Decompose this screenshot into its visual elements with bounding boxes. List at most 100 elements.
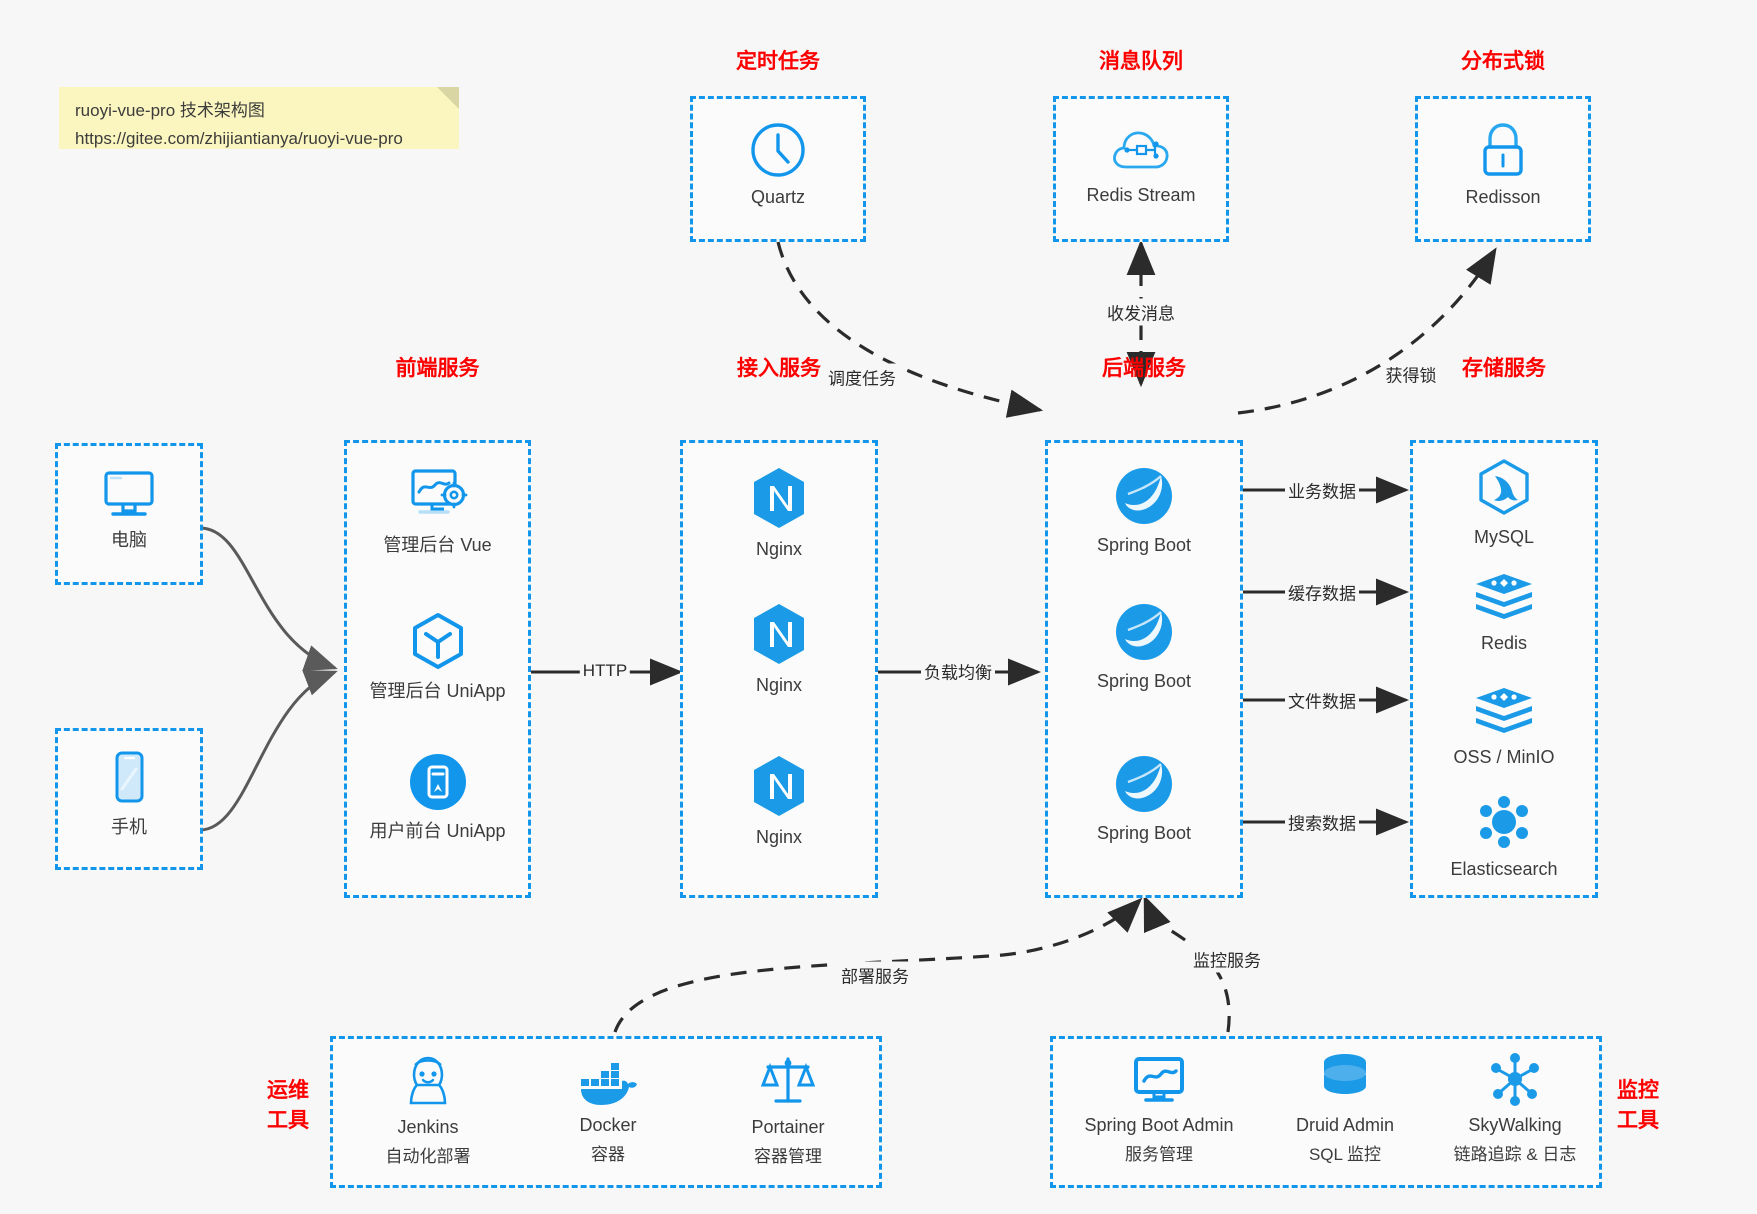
node-nginx-2[interactable]: Nginx	[683, 601, 875, 697]
node-docker[interactable]: Docker 容器	[523, 1061, 693, 1166]
node-quartz[interactable]: Quartz	[693, 121, 863, 209]
note-fold-icon	[437, 87, 459, 109]
mobile-icon	[115, 751, 144, 803]
node-label: 电脑	[111, 530, 147, 550]
group-title-message-queue: 消息队列	[1099, 50, 1183, 73]
edge-label-http: HTTP	[579, 660, 631, 682]
edge-label-send-receive-message: 收发消息	[1104, 298, 1178, 326]
group-title-monitor-line2: 工具	[1617, 1109, 1659, 1132]
node-label: Spring Boot	[1096, 671, 1192, 691]
node-elasticsearch[interactable]: Elasticsearch	[1413, 795, 1595, 881]
node-label: Elasticsearch	[1450, 859, 1558, 879]
node-jenkins[interactable]: Jenkins 自动化部署	[343, 1053, 513, 1168]
note-line-2: https://gitee.com/zhijiantianya/ruoyi-vu…	[75, 129, 403, 148]
node-label: Portainer	[751, 1117, 825, 1137]
edge-label-deploy-service: 部署服务	[838, 961, 912, 989]
node-label: Spring Boot Admin	[1084, 1115, 1234, 1135]
node-redis-stream[interactable]: Redis Stream	[1056, 123, 1226, 207]
node-redis[interactable]: Redis	[1413, 571, 1595, 655]
group-box-devops: Jenkins 自动化部署 Docker 容器	[330, 1036, 882, 1188]
group-box-scheduler: Quartz	[690, 96, 866, 242]
node-user-uniapp[interactable]: 用户前台 UniApp	[347, 751, 528, 843]
note-line-1: ruoyi-vue-pro 技术架构图	[75, 101, 265, 120]
node-label: OSS / MinIO	[1453, 747, 1555, 767]
node-spring-boot-1[interactable]: Spring Boot	[1048, 465, 1240, 557]
node-sublabel: 服务管理	[1125, 1145, 1193, 1164]
node-label: Druid Admin	[1295, 1115, 1395, 1135]
node-oss-minio[interactable]: OSS / MinIO	[1413, 685, 1595, 769]
node-admin-vue[interactable]: 管理后台 Vue	[347, 465, 528, 557]
node-nginx-1[interactable]: Nginx	[683, 465, 875, 561]
node-spring-boot-3[interactable]: Spring Boot	[1048, 753, 1240, 845]
edge-label-cache-data: 缓存数据	[1285, 578, 1359, 606]
group-box-message-queue: Redis Stream	[1053, 96, 1229, 242]
mysql-icon	[1479, 459, 1529, 515]
node-label: SkyWalking	[1468, 1115, 1562, 1135]
redis-icon	[1476, 574, 1532, 619]
monitor-chart-icon	[1134, 1057, 1184, 1102]
node-label: Nginx	[755, 675, 803, 695]
node-spring-boot-admin[interactable]: Spring Boot Admin 服务管理	[1053, 1055, 1265, 1166]
skywalking-icon	[1491, 1053, 1539, 1106]
node-label: Spring Boot	[1096, 823, 1192, 843]
node-desktop[interactable]: 电脑	[58, 466, 200, 552]
database-icon	[1324, 1054, 1366, 1094]
node-mobile[interactable]: 手机	[58, 749, 200, 839]
group-title-monitor: 监控 工具	[1608, 1076, 1668, 1136]
nginx-icon	[754, 468, 804, 528]
node-admin-uniapp[interactable]: 管理后台 UniApp	[347, 611, 528, 703]
node-druid-admin[interactable]: Druid Admin SQL 监控	[1265, 1051, 1425, 1166]
jenkins-icon	[409, 1056, 447, 1105]
edge-label-monitor-service: 监控服务	[1190, 945, 1264, 973]
cube-icon	[412, 613, 463, 669]
node-label: 手机	[111, 817, 147, 837]
node-label: MySQL	[1473, 527, 1534, 547]
edge-label-get-lock: 获得锁	[1382, 360, 1440, 388]
node-sublabel: 容器管理	[754, 1147, 822, 1166]
node-mysql[interactable]: MySQL	[1413, 457, 1595, 549]
node-nginx-3[interactable]: Nginx	[683, 753, 875, 849]
group-box-client-mobile: 手机	[55, 728, 203, 870]
docker-icon	[581, 1063, 637, 1105]
nginx-icon	[754, 604, 804, 664]
group-box-client-desktop: 电脑	[55, 443, 203, 585]
node-label: Redis Stream	[1086, 185, 1196, 205]
node-skywalking[interactable]: SkyWalking 链路追踪 & 日志	[1425, 1051, 1605, 1166]
portainer-icon	[760, 1057, 816, 1103]
group-title-scheduler: 定时任务	[736, 50, 820, 73]
app-icon	[409, 754, 466, 810]
spring-boot-icon	[1116, 468, 1172, 524]
node-label: 管理后台 Vue	[383, 535, 492, 555]
dashboard-gear-icon	[410, 469, 467, 514]
group-title-backend: 后端服务	[1102, 357, 1186, 380]
cloud-network-icon	[1113, 131, 1169, 169]
edge-label-file-data: 文件数据	[1285, 686, 1359, 714]
spring-boot-icon	[1116, 604, 1172, 660]
clock-icon	[751, 123, 805, 177]
group-box-frontend: 管理后台 Vue 管理后台 UniApp 用户前台 UniApp	[344, 440, 531, 898]
node-label: Nginx	[755, 827, 803, 847]
node-sublabel: 容器	[591, 1145, 625, 1164]
node-redisson[interactable]: Redisson	[1418, 121, 1588, 209]
node-spring-boot-2[interactable]: Spring Boot	[1048, 601, 1240, 693]
node-label: 用户前台 UniApp	[369, 821, 506, 841]
group-title-devops-line1: 运维	[267, 1079, 309, 1102]
group-box-backend: Spring Boot Spring Boot Spring Boot	[1045, 440, 1243, 898]
node-sublabel: SQL 监控	[1308, 1145, 1382, 1164]
edge-label-load-balance: 负载均衡	[921, 657, 995, 685]
node-sublabel: 链路追踪 & 日志	[1453, 1145, 1577, 1164]
node-label: Quartz	[750, 187, 806, 207]
node-label: Docker	[579, 1115, 637, 1135]
group-box-monitor: Spring Boot Admin 服务管理 Druid Admin SQL 监…	[1050, 1036, 1602, 1188]
edge-label-schedule-task: 调度任务	[825, 363, 899, 391]
node-label: Jenkins	[397, 1117, 459, 1137]
group-title-distributed-lock: 分布式锁	[1461, 50, 1545, 73]
title-note: ruoyi-vue-pro 技术架构图 https://gitee.com/zh…	[59, 87, 459, 149]
node-portainer[interactable]: Portainer 容器管理	[703, 1053, 873, 1168]
node-label: Nginx	[755, 539, 803, 559]
desktop-icon	[104, 471, 154, 516]
oss-minio-icon	[1476, 688, 1532, 733]
group-box-distributed-lock: Redisson	[1415, 96, 1591, 242]
group-title-devops: 运维 工具	[258, 1076, 318, 1136]
